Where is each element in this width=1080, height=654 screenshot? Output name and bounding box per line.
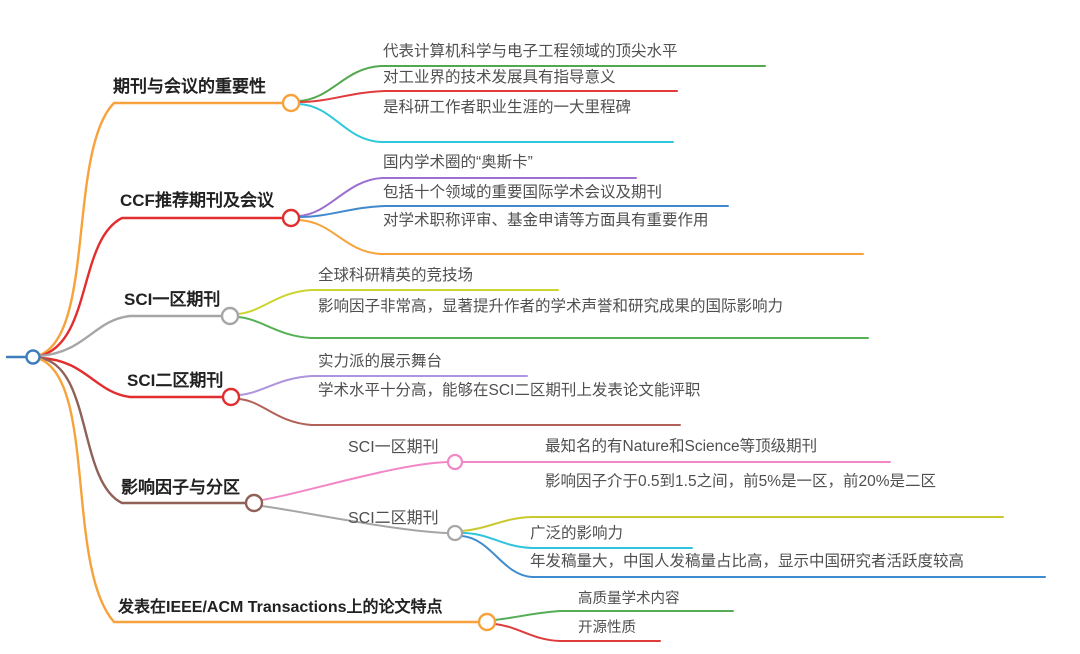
branch-curve-importance [38,101,285,357]
leaf-if-range[interactable]: 影响因子介于0.5到1.5之间，前5%是一区，前20%是二区 [545,473,937,490]
subtopic-curve-if-q2 [261,505,448,534]
leaf-oscar[interactable]: 国内学术圈的“奥斯卡” [383,154,533,171]
leaf-title-review[interactable]: 对学术职称评审、基金申请等方面具有重要作用 [383,212,709,229]
root-node[interactable] [25,349,41,365]
leaf-top-level[interactable]: 代表计算机科学与电子工程领域的顶尖水平 [383,43,678,60]
leaf-underline-oscar [298,177,637,217]
leaf-open-source[interactable]: 开源性质 [578,620,636,636]
leaf-underline-ten-domains [298,205,729,218]
leaf-academic-level[interactable]: 学术水平十分高，能够在SCI二区期刊上发表论文能评职 [318,382,701,399]
node-handle-if-q2[interactable] [446,524,464,542]
leaf-underline-stage [238,375,528,396]
branch-curve-ieee-acm [38,357,481,624]
leaf-underline-open-source [494,623,661,642]
node-handle-sci-q2[interactable] [221,387,241,407]
subtopic-if-q1-label[interactable]: SCI一区期刊 [348,439,439,456]
node-handle-importance[interactable] [281,93,301,113]
branch-sci-q2-label[interactable]: SCI二区期刊 [127,371,224,390]
node-handle-ccf[interactable] [281,208,301,228]
leaf-ten-domains[interactable]: 包括十个领域的重要国际学术会议及期刊 [383,184,663,201]
branch-curve-sci-q1 [38,314,224,358]
branch-ieee-acm-label[interactable]: 发表在IEEE/ACM Transactions上的论文特点 [118,599,443,616]
leaf-underline-high-quality [494,610,734,621]
branch-curve-ccf [38,216,285,358]
branch-impact-factor-label[interactable]: 影响因子与分区 [121,478,240,497]
branch-ccf-label[interactable]: CCF推荐期刊及会议 [120,191,274,210]
subtopic-curve-if-q1 [261,461,448,501]
leaf-underline-top-level [298,65,766,102]
leaf-industry-guidance[interactable]: 对工业界的技术发展具有指导意义 [383,69,616,86]
leaf-underline-title-review [298,219,864,255]
leaf-underline-if-range [461,516,1004,532]
node-handle-sci-q1[interactable] [220,306,240,326]
branch-curve-sci-q2 [38,356,225,399]
leaf-high-quality[interactable]: 高质量学术内容 [578,591,680,607]
leaf-nature-science[interactable]: 最知名的有Nature和Science等顶级期刊 [545,438,818,455]
subtopic-if-q2-label[interactable]: SCI二区期刊 [348,510,439,527]
leaf-high-impact[interactable]: 影响因子非常高，显著提升作者的学术声誉和研究成果的国际影响力 [318,298,784,315]
node-handle-impact-factor[interactable] [244,493,264,513]
leaf-underline-arena [237,289,559,315]
leaf-underline-high-impact [237,316,869,339]
leaf-stage[interactable]: 实力派的展示舞台 [318,353,443,370]
leaf-underline-annual-volume [461,535,1046,578]
leaf-underline-career-milestone [298,103,674,143]
leaf-broad-influence[interactable]: 广泛的影响力 [530,525,624,542]
branch-importance-label[interactable]: 期刊与会议的重要性 [113,77,266,96]
node-handle-if-q1[interactable] [446,453,464,471]
leaf-underline-academic-level [238,398,681,426]
branch-curve-impact-factor [38,356,248,505]
leaf-annual-volume[interactable]: 年发稿量大，中国人发稿量占比高，显示中国研究者活跃度较高 [530,553,965,570]
leaf-career-milestone[interactable]: 是科研工作者职业生涯的一大里程碑 [383,99,632,116]
node-handle-ieee-acm[interactable] [477,612,497,632]
leaf-underline-industry-guidance [298,90,678,103]
branch-sci-q1-label[interactable]: SCI一区期刊 [124,290,221,309]
leaf-arena[interactable]: 全球科研精英的竞技场 [318,267,474,284]
leaf-underline-broad-influence [461,532,693,549]
